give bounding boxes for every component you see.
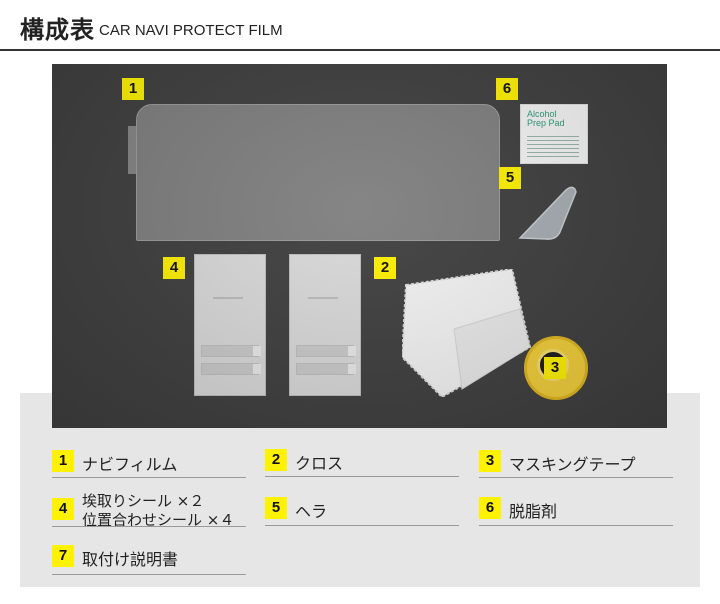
legend-divider	[479, 525, 673, 526]
product-photo: Alcohol Prep Pad 1 6 5 4 2 3	[52, 64, 667, 428]
spatula	[518, 186, 577, 240]
pad-fine-print	[527, 133, 579, 157]
alignment-sticker-sheet	[289, 254, 361, 396]
legend-divider	[52, 574, 246, 575]
legend-label: ヘラ	[295, 502, 328, 521]
legend-divider	[479, 477, 673, 478]
page-subtitle: CAR NAVI PROTECT FILM	[99, 22, 283, 39]
legend-divider	[52, 477, 246, 478]
legend-badge: 6	[479, 497, 501, 519]
legend-item-masking-tape: 3 マスキングテープ	[479, 450, 636, 474]
legend-badge: 3	[479, 450, 501, 472]
legend-item-stickers: 4 埃取りシール ×２ 位置合わせシール ×４	[52, 492, 234, 529]
page-header: 構成表 CAR NAVI PROTECT FILM	[0, 0, 720, 52]
photo-badge-1: 1	[122, 78, 144, 100]
legend-badge: 4	[52, 498, 74, 520]
legend-divider	[265, 476, 459, 477]
photo-badge-6: 6	[496, 78, 518, 100]
alcohol-prep-pad: Alcohol Prep Pad	[520, 104, 588, 164]
legend-label: ナビフィルム	[82, 455, 178, 474]
cleaning-cloth	[402, 269, 532, 397]
photo-badge-3: 3	[544, 357, 566, 379]
legend-divider	[265, 525, 459, 526]
legend-item-navi-film: 1 ナビフィルム	[52, 450, 177, 474]
pad-text-line2: Prep Pad	[527, 118, 565, 128]
legend-badge: 2	[265, 449, 287, 471]
legend-label: 取付け説明書	[82, 550, 179, 569]
navi-film	[136, 104, 500, 241]
legend-badge: 5	[265, 497, 287, 519]
pad-text-line1: Alcohol	[527, 109, 557, 119]
legend-label: 埃取りシール ×２ 位置合わせシール ×４	[82, 492, 234, 530]
photo-badge-4: 4	[163, 257, 185, 279]
legend-item-cloth: 2 クロス	[265, 449, 343, 473]
legend-label-line-2: 位置合わせシール ×４	[82, 511, 235, 529]
legend-item-degreaser: 6 脱脂剤	[479, 497, 557, 521]
legend-badge: 7	[52, 545, 74, 567]
photo-badge-5: 5	[499, 167, 521, 189]
legend-label-line-1: 埃取りシール ×２	[82, 492, 205, 510]
legend-label: マスキングテープ	[509, 455, 636, 474]
header-divider	[0, 49, 720, 51]
photo-badge-2: 2	[374, 257, 396, 279]
legend-item-instructions: 7 取付け説明書	[52, 545, 178, 569]
legend-label: 脱脂剤	[509, 502, 558, 521]
legend-badge: 1	[52, 450, 74, 472]
page-title: 構成表	[20, 16, 95, 44]
legend-divider	[52, 526, 246, 527]
legend-item-spatula: 5 ヘラ	[265, 497, 327, 521]
dust-sticker-sheet	[194, 254, 266, 396]
legend-label: クロス	[295, 454, 344, 473]
